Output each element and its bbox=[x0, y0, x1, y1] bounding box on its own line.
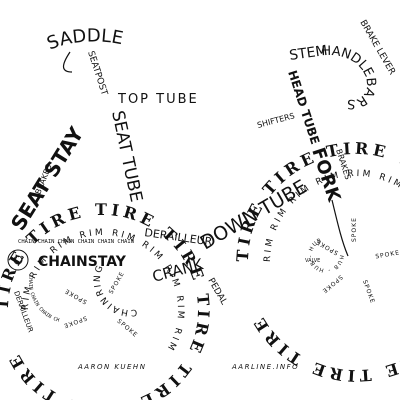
front-spoke-5: SPOKE bbox=[315, 238, 340, 256]
chain-top-label: CHAIN CHAIN CHAIN CHAIN CHAIN CHAIN bbox=[18, 239, 134, 245]
rear-hub bbox=[13, 255, 23, 265]
site-credit: AARLINE.INFO bbox=[231, 363, 299, 371]
rear-spoke-2: SPOKE bbox=[63, 287, 88, 305]
rear-spoke-4: SPOKE bbox=[116, 318, 140, 339]
head-tube-label: HEAD TUBE bbox=[285, 69, 322, 147]
valve-label: VALVE bbox=[305, 258, 320, 264]
seatpost-label: SEATPOST bbox=[85, 50, 109, 97]
handlebars-label: HANDLEBARS bbox=[321, 44, 378, 111]
handlebars-text: HANDLEBARS bbox=[321, 44, 378, 111]
rear-rim-label: RIM RIM RIM RIM RIM RIM RIM RIM RIM bbox=[21, 228, 182, 354]
stem-label: STEM bbox=[288, 43, 328, 64]
chain-top-text: CHAIN CHAIN CHAIN CHAIN CHAIN CHAIN bbox=[18, 239, 134, 245]
top-tube-label: TOP TUBE bbox=[117, 92, 199, 107]
fork-blade bbox=[331, 199, 349, 257]
saddle-text: SADDLE bbox=[44, 25, 125, 54]
front-spoke-2: SPOKE bbox=[375, 249, 400, 260]
rear-cog bbox=[7, 249, 29, 271]
rear-rim-text: RIM RIM RIM RIM RIM RIM RIM RIM RIM bbox=[21, 228, 185, 354]
artist-credit: AARON KUEHN bbox=[77, 363, 146, 371]
front-spoke-4: SPOKE bbox=[320, 273, 344, 294]
seat-tube-label: SEAT TUBE bbox=[107, 109, 146, 204]
shifters-label: SHIFTERS bbox=[256, 111, 296, 130]
saddle-rail bbox=[62, 51, 73, 73]
chainstay-label: CHAINSTAY bbox=[38, 254, 127, 270]
saddle-label: SADDLE bbox=[44, 25, 125, 54]
front-spoke-3: SPOKE bbox=[361, 279, 376, 305]
front-spoke-1: SPOKE bbox=[351, 217, 358, 242]
rear-spoke-1: SPOKE bbox=[108, 270, 126, 295]
rear-spoke-3: SPOKE bbox=[62, 314, 88, 329]
